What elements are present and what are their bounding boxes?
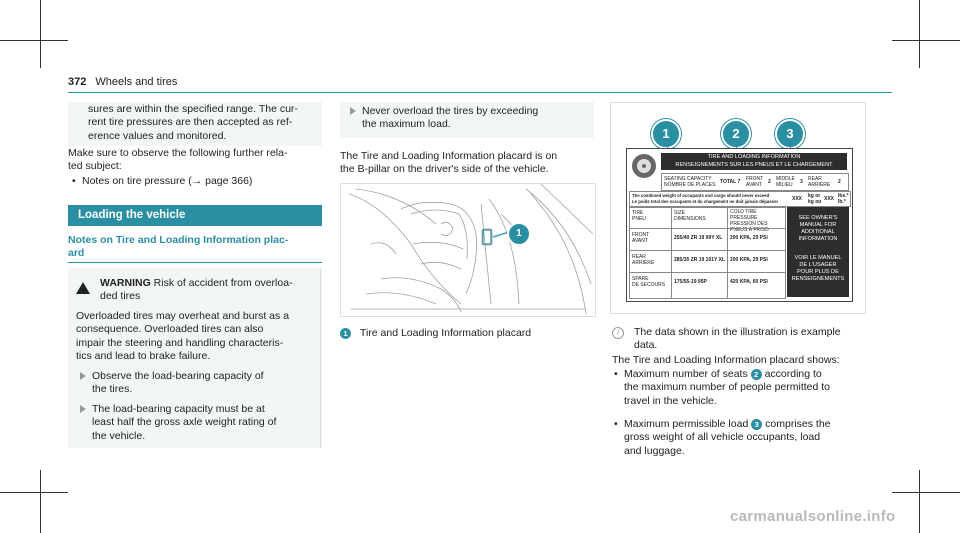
page-title: Wheels and tires (95, 76, 178, 88)
placard-shows-text: The Tire and Loading Information placard… (612, 354, 840, 366)
placard-callout-3: 3 (775, 119, 805, 149)
page-header: 372 Wheels and tires (68, 76, 177, 88)
warning-divider (320, 268, 321, 448)
tire-icon (631, 153, 657, 179)
bullet-max-seats: •Maximum number of seats 2 according to … (614, 368, 831, 407)
crop-mark (0, 40, 68, 41)
bullet-tire-pressure[interactable]: •Notes on tire pressure (→ page 366) (72, 175, 253, 187)
placard-title: TIRE AND LOADING INFORMATION RENSEIGNEME… (661, 153, 847, 170)
crop-mark (892, 40, 960, 41)
step-never-overload: Never overload the tires by exceeding th… (350, 105, 590, 132)
warning-icon (76, 279, 90, 297)
placard-figure: 1 2 3 TIRE AND LOADING INFORMATION RENSE… (610, 102, 866, 314)
b-pillar-figure: 1 (340, 183, 596, 317)
step-arrow-icon (350, 107, 356, 116)
bullet-max-load: •Maximum permissible load 3 comprises th… (614, 418, 831, 457)
crop-mark (919, 470, 920, 533)
car-interior-illustration (348, 183, 594, 315)
caption-callout: 1 (340, 327, 351, 339)
step3-shade (340, 102, 594, 138)
inline-callout-2: 2 (750, 368, 762, 380)
owners-manual-panel: SEE OWNER'S MANUAL FOR ADDITIONAL INFORM… (787, 207, 849, 297)
subsection-rule (68, 262, 322, 263)
crop-mark (919, 0, 920, 68)
info-icon: i (612, 327, 624, 339)
step-observe: Observe the load-bearing capacity of the… (80, 370, 316, 397)
intro-text: sures are within the specified range. Th… (88, 103, 298, 142)
subsection-title: Notes on Tire and Loading Information pl… (68, 234, 289, 259)
figure-callout-1: 1 (507, 222, 531, 246)
page-number: 372 (68, 76, 87, 88)
inline-callout-3: 3 (751, 418, 763, 430)
step-load-bearing: The load-bearing capacity must be at lea… (80, 403, 316, 443)
header-rule (68, 92, 892, 93)
crop-mark (40, 470, 41, 533)
warning-box (68, 268, 322, 448)
section-title-bar: Loading the vehicle (68, 205, 322, 226)
crop-mark (892, 492, 960, 493)
warning-body: Overloaded tires may overheat and burst … (76, 310, 290, 363)
make-sure-text: Make sure to observe the following furth… (68, 147, 288, 173)
warning-header: WARNING Risk of accident from overloa- d… (100, 277, 293, 303)
watermark: carmanualsonline.info (730, 508, 896, 525)
crop-mark (0, 492, 68, 493)
intro-shade (68, 102, 322, 146)
crop-mark (40, 0, 41, 68)
placard-location-text: The Tire and Loading Information placard… (340, 150, 558, 176)
placard-callout-2: 2 (721, 119, 751, 149)
bullet-dot: • (72, 175, 76, 187)
placard-callout-1: 1 (651, 119, 681, 149)
step-arrow-icon (80, 405, 86, 414)
figure-caption: 1 Tire and Loading Information placard (340, 327, 596, 340)
placard: TIRE AND LOADING INFORMATION RENSEIGNEME… (626, 148, 853, 302)
step-arrow-icon (80, 372, 86, 381)
combined-weight-row: The combined weight of occupants and car… (629, 191, 851, 207)
